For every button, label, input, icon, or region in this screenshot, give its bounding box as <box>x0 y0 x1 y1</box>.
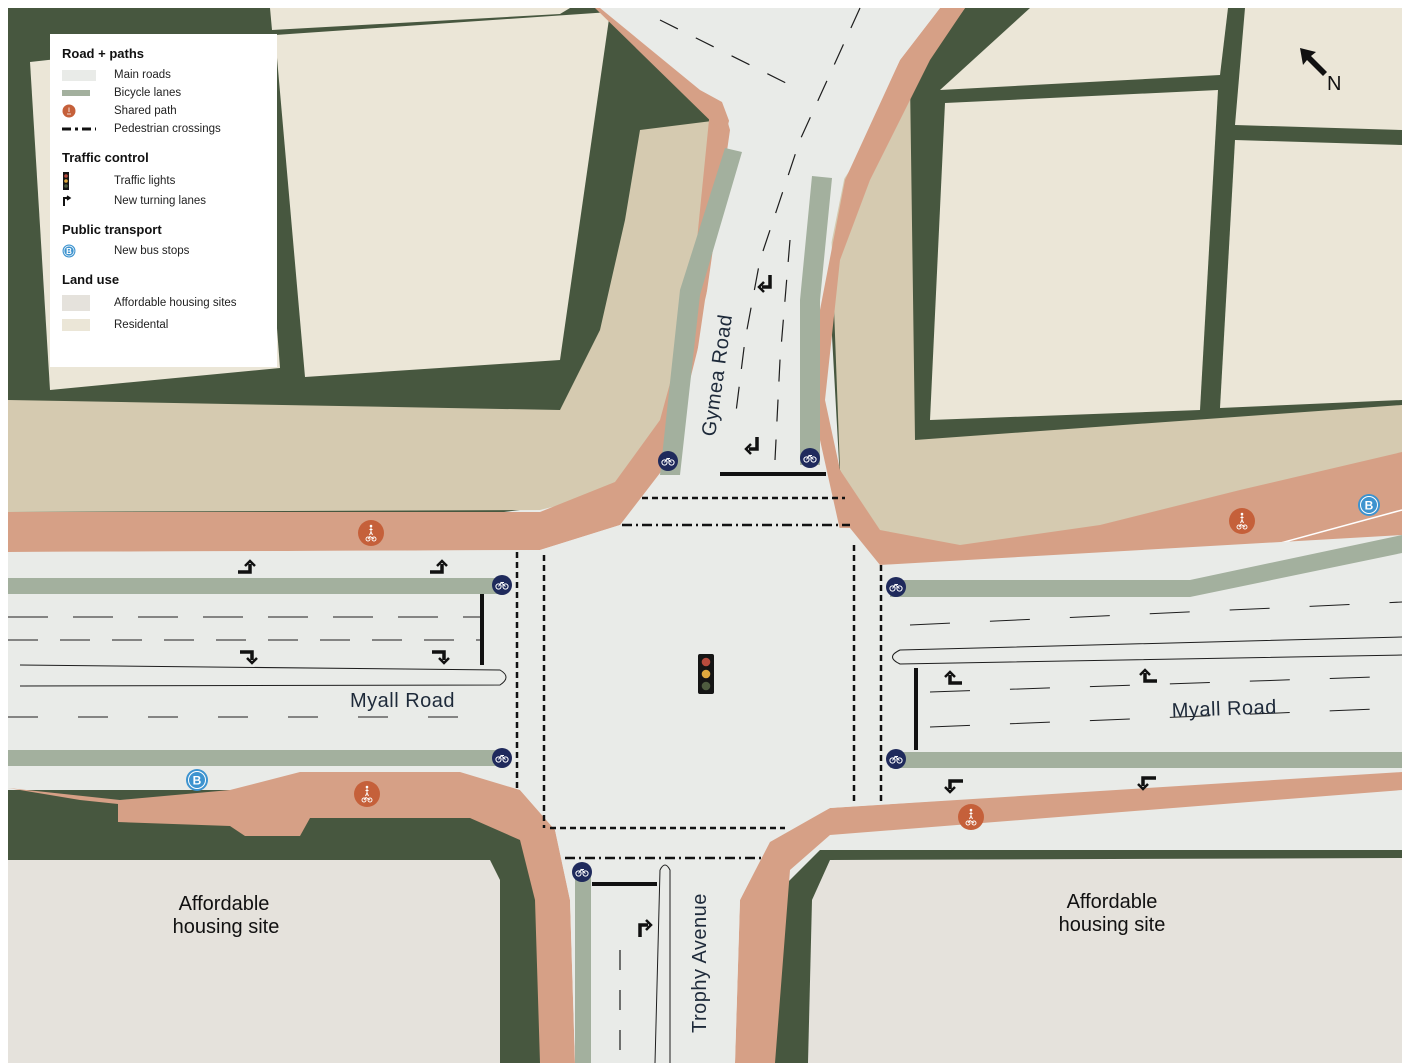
turn-arrow-icon <box>240 650 254 660</box>
svg-text:B: B <box>1365 499 1374 513</box>
legend-label: Main roads <box>114 69 171 81</box>
residential-lot <box>930 90 1218 420</box>
bicycle-icon <box>491 747 513 769</box>
legend-shared-path: Shared path <box>62 102 277 120</box>
main-roads-swatch <box>62 69 96 81</box>
turn-arrow-icon <box>63 195 72 206</box>
affordable-housing-se <box>808 858 1402 1063</box>
turning-lane-arrows <box>238 275 1157 937</box>
turn-arrow-icon <box>948 779 963 789</box>
shared-path-icon <box>353 780 381 808</box>
bicycle-icon <box>491 574 513 596</box>
traffic-light-icon <box>698 654 714 694</box>
north-arrow-icon <box>1300 48 1327 76</box>
residential-lot <box>1220 140 1402 408</box>
bus-stop-icon: B <box>1357 493 1381 517</box>
shared-path-icon <box>357 519 385 547</box>
legend-affordable: Affordable housing sites <box>62 292 277 314</box>
turn-arrow-icon <box>1141 776 1156 786</box>
pedestrian-crossings <box>515 496 883 860</box>
lane-markings <box>8 7 1403 1063</box>
legend-land-section: Land use Affordable housing sites Reside… <box>62 272 277 336</box>
legend-roads-section: Road + paths Main roads Bicycle lanes Sh… <box>62 46 277 138</box>
affordable-site-se-label-1: Affordable <box>1067 891 1158 913</box>
bicycle-icon <box>885 748 907 770</box>
legend-traffic-title: Traffic control <box>62 150 149 165</box>
legend-residential: Residental <box>62 314 277 336</box>
svg-text:B: B <box>193 774 202 788</box>
legend-pedestrian-crossings: Pedestrian crossings <box>62 120 277 138</box>
bicycle-lane-swatch <box>62 90 90 96</box>
legend-main-roads: Main roads <box>62 66 277 84</box>
turn-arrow-icon <box>948 675 962 685</box>
legend-label: Affordable housing sites <box>114 297 237 309</box>
trophy-avenue-label: Trophy Avenue <box>689 893 711 1033</box>
legend-transport-title: Public transport <box>62 222 162 237</box>
legend-turning-lanes: New turning lanes <box>62 192 277 210</box>
residential-lot <box>275 12 610 377</box>
affordable-site-se-label-2: housing site <box>1059 914 1166 936</box>
turn-arrow-icon <box>762 275 772 289</box>
residential-lot <box>940 8 1228 90</box>
turn-arrow-icon <box>432 650 446 660</box>
myall-road-west-label: Myall Road <box>350 690 455 712</box>
myall-road-east-label: Myall Road <box>1171 696 1277 722</box>
legend-label: Bicycle lanes <box>114 87 182 99</box>
legend-label: Traffic lights <box>114 175 176 187</box>
legend-label: Pedestrian crossings <box>114 123 221 135</box>
north-label: N <box>1327 73 1341 95</box>
legend-bus-stops: B New bus stops <box>62 242 277 260</box>
bus-stop-icons: B B <box>185 493 1381 792</box>
shared-path-ne <box>820 8 1402 578</box>
north-arrow: N <box>1300 48 1341 95</box>
traffic-light-icon <box>63 172 69 190</box>
bicycle-icon <box>799 447 821 469</box>
legend-traffic-section: Traffic control Traffic lights New turni… <box>62 150 277 210</box>
turn-arrow-icon <box>430 564 444 574</box>
legend-label: New turning lanes <box>114 195 207 207</box>
main-roads <box>8 525 1402 1063</box>
ne-block <box>820 8 1403 578</box>
legend-transport-section: Public transport B New bus stops <box>62 222 277 260</box>
turn-arrow-icon <box>1143 673 1157 683</box>
legend-land-title: Land use <box>62 272 120 287</box>
legend-label: Residental <box>114 319 169 331</box>
legend-label: New bus stops <box>114 245 190 257</box>
shared-path-icon <box>1228 507 1256 535</box>
pedestrian-crossing-swatch <box>62 127 96 131</box>
legend-roads-title: Road + paths <box>62 46 144 61</box>
shared-path-sw <box>8 772 575 1063</box>
turn-arrow-icon <box>238 564 252 574</box>
bus-stop-icon: B <box>185 768 209 792</box>
residential-swatch <box>62 319 90 331</box>
bicycle-lanes <box>8 148 1402 1063</box>
affordable-housing-sw <box>8 860 500 1063</box>
legend-traffic-lights: Traffic lights <box>62 170 277 192</box>
legend-bicycle-lanes: Bicycle lanes <box>62 84 277 102</box>
turn-arrow-icon <box>638 923 648 937</box>
map-legend: Road + paths Main roads Bicycle lanes Sh… <box>50 34 277 367</box>
turn-arrow-icon <box>749 437 759 451</box>
residential-lot <box>270 8 570 30</box>
bicycle-icon <box>571 861 593 883</box>
shared-path-icon <box>62 104 76 118</box>
affordable-swatch <box>62 295 90 311</box>
se-block <box>735 770 1402 1063</box>
svg-text:B: B <box>66 247 72 256</box>
legend-label: Shared path <box>114 105 177 117</box>
stop-lines <box>480 472 918 886</box>
affordable-site-sw-label-2: housing site <box>173 916 280 938</box>
bicycle-icon <box>885 576 907 598</box>
affordable-site-sw-label-1: Affordable <box>179 893 270 915</box>
bus-stop-icon: B <box>62 244 76 258</box>
sw-block <box>8 772 575 1063</box>
bicycle-icon <box>657 450 679 472</box>
shared-path-icon <box>957 803 985 831</box>
